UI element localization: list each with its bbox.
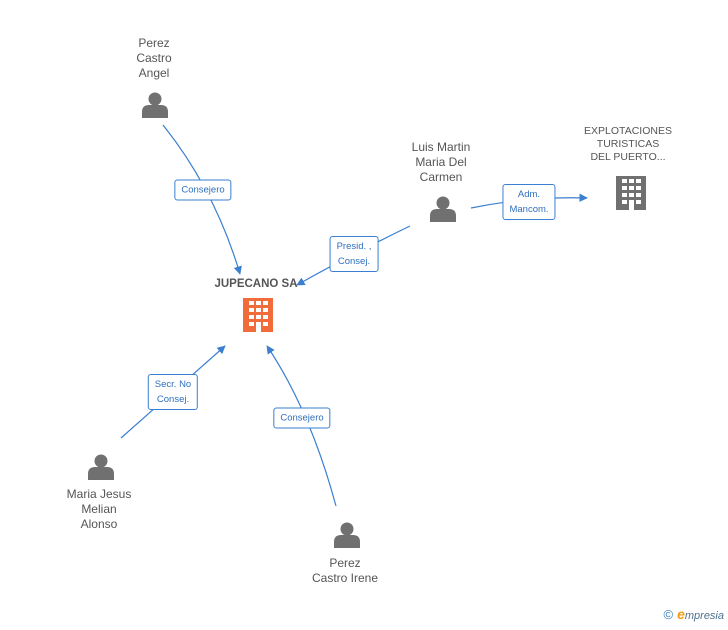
building-icon-jupecano[interactable] bbox=[243, 298, 273, 332]
edge-label-maria-secr: Secr. No Consej. bbox=[147, 374, 199, 410]
copyright-symbol: © bbox=[663, 606, 674, 622]
empresia-watermark: © empresia bbox=[663, 606, 724, 622]
edge-label-angel-consejero: Consejero bbox=[174, 179, 232, 201]
person-icon-luis-martin[interactable] bbox=[430, 196, 456, 223]
edge-label-irene-consejero: Consejero bbox=[273, 407, 331, 429]
person-icon-perez-castro-irene[interactable] bbox=[334, 522, 360, 549]
node-label-maria-jesus[interactable]: Maria Jesus Melian Alonso bbox=[66, 487, 132, 531]
edge-label-luis-adm: Adm. Mancom. bbox=[502, 184, 556, 220]
person-icon-perez-castro-angel[interactable] bbox=[142, 92, 168, 119]
node-label-jupecano[interactable]: JUPECANO SA bbox=[214, 278, 298, 290]
node-label-explotaciones[interactable]: EXPLOTACIONES TURISTICAS DEL PUERTO... bbox=[584, 125, 672, 163]
person-icon-maria-jesus[interactable] bbox=[88, 454, 114, 481]
node-label-luis-martin[interactable]: Luis Martin Maria Del Carmen bbox=[411, 140, 471, 184]
edge-label-luis-presid: Presid. , Consej. bbox=[329, 236, 379, 272]
brand-name: empresia bbox=[677, 606, 724, 622]
node-label-perez-castro-irene[interactable]: Perez Castro Irene bbox=[311, 556, 379, 585]
building-icon-explotaciones[interactable] bbox=[616, 176, 646, 210]
node-label-perez-castro-angel[interactable]: Perez Castro Angel bbox=[136, 36, 172, 80]
